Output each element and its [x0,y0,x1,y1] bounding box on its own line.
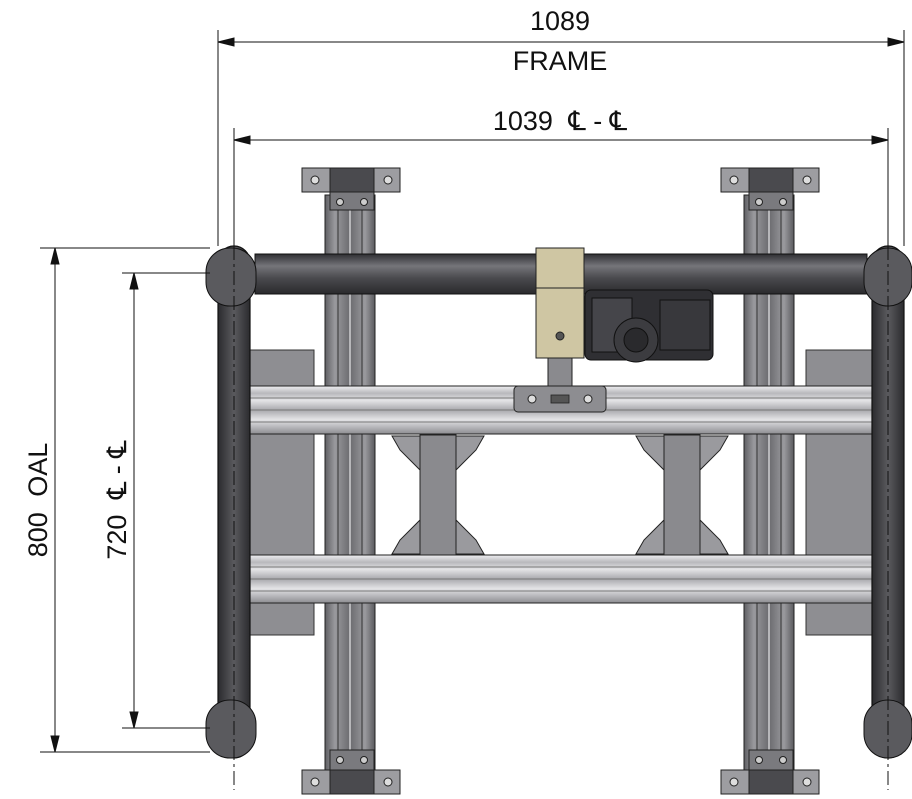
frame-width-label: FRAME [513,46,608,76]
centerline-width-symbol: ℄ - ℄ [567,106,627,136]
gear-motor [584,289,714,363]
horizontal-rails [247,385,875,604]
inner-supports [391,434,729,556]
overall-length-suffix: OAL [23,443,53,497]
dimension-lines [40,30,905,790]
centerline-width-label: 1039 ℄ - ℄ [493,106,628,136]
left-pulley-bottom [205,699,257,759]
centerline-length-label: 720 ℄ - ℄ [102,440,132,560]
centerline-length-value: 720 [102,515,132,560]
foot-brackets [301,167,820,795]
foot-bracket-top-left [301,167,401,211]
left-pulley-top [205,247,257,307]
foot-bracket-bottom-left [301,749,401,795]
foot-bracket-bottom-right [720,749,820,795]
overall-length-value: 800 [23,512,53,557]
foot-bracket-top-right [720,167,820,211]
centerline-width-value: 1039 [493,106,553,136]
dimension-labels: 1089 FRAME 1039 ℄ - ℄ 800 OAL 720 ℄ - ℄ [23,6,628,560]
overall-length-label: 800 OAL [23,443,53,558]
centerline-length-symbol: ℄ - ℄ [102,440,132,500]
frame-width-value: 1089 [530,6,590,36]
